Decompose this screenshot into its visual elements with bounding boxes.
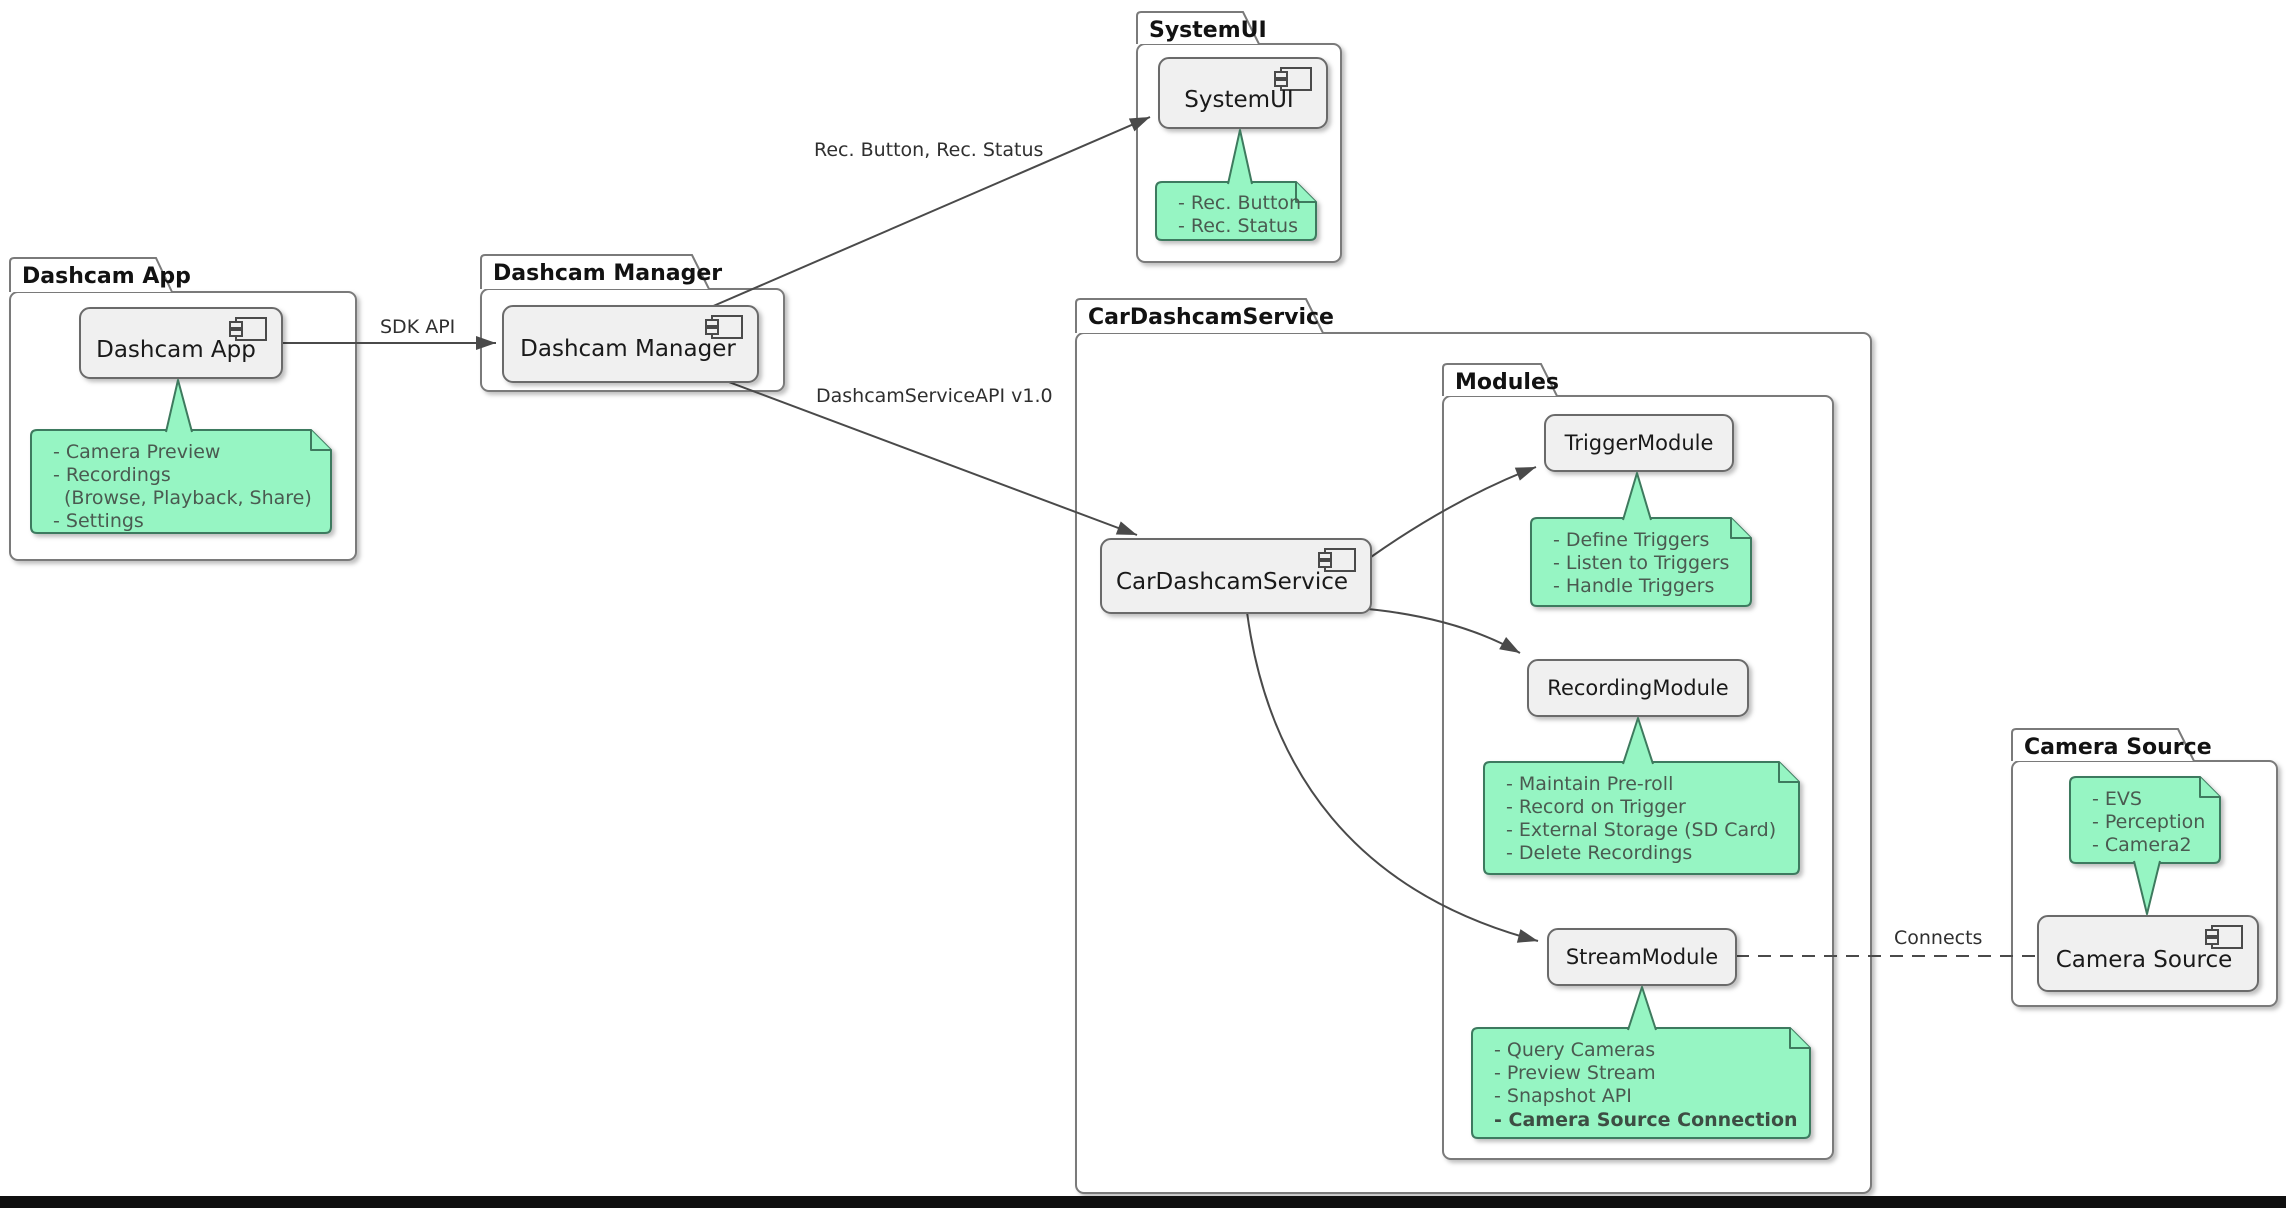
component-label: CarDashcamService — [1116, 569, 1348, 595]
component-box — [1100, 538, 1372, 614]
package-tab — [1075, 298, 1324, 334]
component-label: Dashcam App — [96, 337, 256, 363]
edge-to-trigger-module — [1370, 466, 1537, 558]
component-box — [1527, 659, 1749, 717]
component-systemui: SystemUI — [1158, 57, 1328, 129]
note-line: - Rec. Button — [1178, 192, 1301, 214]
edge-dashcam-service-api — [725, 380, 1138, 536]
note-line: (Browse, Playback, Share) — [64, 487, 312, 509]
note-line-bold: - Camera Source Connection — [1494, 1109, 1798, 1131]
note-line: - Preview Stream — [1494, 1062, 1656, 1084]
note-tail — [2133, 860, 2161, 915]
note-line: - Query Cameras — [1494, 1039, 1655, 1061]
note-body — [2069, 776, 2221, 864]
note-dashcam-app: - Camera Preview - Recordings (Browse, P… — [30, 379, 332, 534]
component-icon — [1318, 548, 1356, 572]
note-tail — [1622, 472, 1652, 521]
note-line: - Camera Preview — [53, 441, 220, 463]
component-box — [2037, 915, 2259, 992]
package-tab — [1442, 363, 1558, 397]
note-stream-module: - Query Cameras - Preview Stream - Snaps… — [1471, 986, 1811, 1139]
component-camera-source: Camera Source — [2037, 915, 2259, 992]
edge-label-rec-button-status: Rec. Button, Rec. Status — [814, 139, 1043, 161]
note-tail — [1627, 986, 1657, 1031]
package-title: Camera Source — [2024, 735, 2212, 760]
note-line: - EVS — [2092, 788, 2142, 810]
note-line: - Rec. Status — [1178, 215, 1298, 237]
edge-label-dashcam-service-api: DashcamServiceAPI v1.0 — [816, 385, 1053, 407]
component-label: TriggerModule — [1564, 431, 1714, 455]
note-line: - External Storage (SD Card) — [1506, 819, 1776, 841]
component-box — [502, 305, 759, 383]
component-trigger-module: TriggerModule — [1544, 414, 1734, 472]
note-tail — [165, 379, 193, 433]
component-label: Camera Source — [2056, 947, 2233, 973]
note-fold-corner — [1789, 1028, 1810, 1049]
component-icon — [705, 315, 743, 339]
note-fold-corner — [2199, 777, 2220, 798]
component-icon — [1274, 67, 1312, 91]
note-line: - Maintain Pre-roll — [1506, 773, 1673, 795]
note-line: - Settings — [53, 510, 144, 532]
note-body — [30, 429, 332, 534]
package-title: CarDashcamService — [1088, 305, 1334, 330]
component-label: SystemUI — [1184, 87, 1293, 113]
bottom-bar — [0, 1196, 2286, 1208]
component-icon — [229, 317, 267, 341]
note-line: - Snapshot API — [1494, 1085, 1632, 1107]
note-body — [1530, 517, 1752, 607]
note-tail — [1227, 129, 1253, 185]
note-line: - Recordings — [53, 464, 171, 486]
package-tab — [9, 257, 173, 293]
edges: SDK API Rec. Button, Rec. Status Dashcam… — [282, 116, 2037, 957]
edge-rec-button-status — [710, 116, 1151, 308]
component-box — [1547, 928, 1737, 986]
package-title: Modules — [1455, 370, 1559, 395]
note-line: - Camera2 — [2092, 834, 2192, 856]
note-line: - Handle Triggers — [1553, 575, 1714, 597]
note-fold-corner — [1730, 518, 1751, 539]
component-icon — [2205, 925, 2243, 949]
note-trigger-module: - Define Triggers - Listen to Triggers -… — [1530, 472, 1752, 607]
edge-to-recording-module — [1356, 607, 1521, 654]
component-car-dashcam-service: CarDashcamService — [1100, 538, 1372, 614]
note-fold-corner — [1295, 182, 1316, 203]
edge-label-sdk-api: SDK API — [380, 316, 455, 338]
note-body — [1483, 761, 1800, 875]
component-label: Dashcam Manager — [520, 336, 736, 362]
note-fold-corner — [310, 430, 331, 451]
note-recording-module: - Maintain Pre-roll - Record on Trigger … — [1483, 717, 1800, 875]
note-systemui: - Rec. Button - Rec. Status — [1155, 129, 1317, 241]
edge-label-connects: Connects — [1894, 927, 1982, 949]
package-title: Dashcam Manager — [493, 261, 722, 286]
note-tail — [1622, 717, 1654, 765]
component-label: RecordingModule — [1547, 676, 1728, 700]
note-line: - Define Triggers — [1553, 529, 1709, 551]
note-line: - Delete Recordings — [1506, 842, 1692, 864]
note-line: - Perception — [2092, 811, 2205, 833]
package-tab — [1136, 11, 1260, 45]
component-stream-module: StreamModule — [1547, 928, 1737, 986]
package-title: SystemUI — [1149, 18, 1267, 43]
package-tab — [480, 254, 710, 290]
component-dashcam-app: Dashcam App — [79, 307, 283, 379]
package-tab — [2011, 728, 2195, 762]
component-label: StreamModule — [1566, 945, 1718, 969]
component-recording-module: RecordingModule — [1527, 659, 1749, 717]
component-dashcam-manager: Dashcam Manager — [502, 305, 759, 383]
note-line: - Record on Trigger — [1506, 796, 1686, 818]
edge-to-stream-module — [1246, 611, 1539, 943]
note-body — [1471, 1027, 1811, 1139]
note-line: - Listen to Triggers — [1553, 552, 1729, 574]
package-title: Dashcam App — [22, 264, 191, 289]
note-fold-corner — [1778, 762, 1799, 783]
note-body — [1155, 181, 1317, 241]
note-camera-source: - EVS - Perception - Camera2 — [2069, 776, 2221, 915]
component-box — [1544, 414, 1734, 472]
